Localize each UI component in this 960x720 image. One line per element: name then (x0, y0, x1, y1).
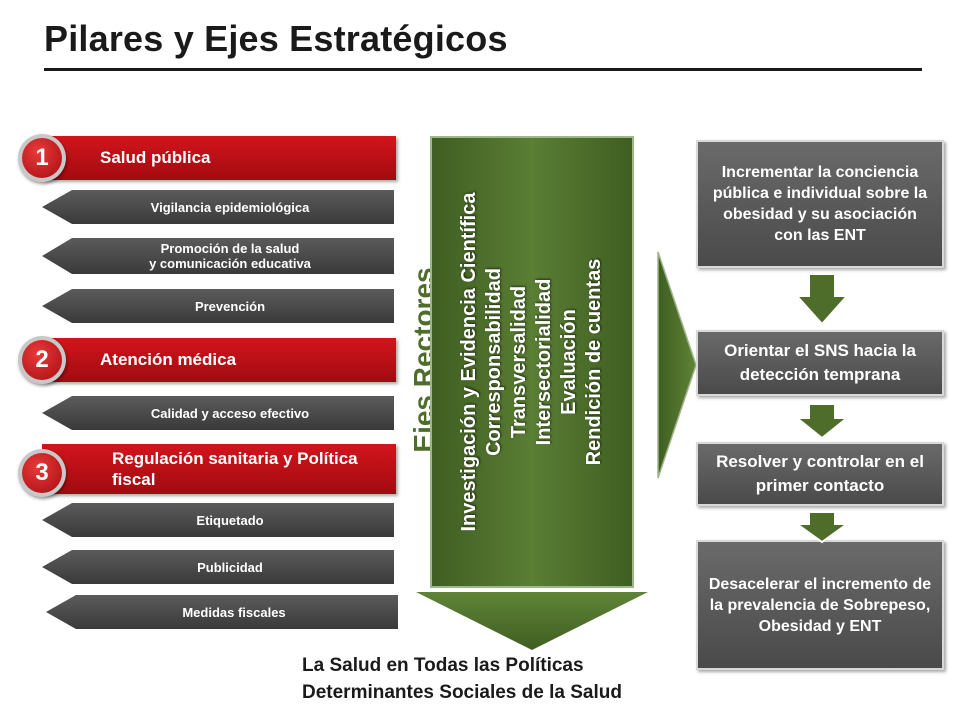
pillar-label-line1: Regulación sanitaria y Política (112, 449, 358, 468)
pillar-number: 2 (22, 340, 62, 380)
pillar-label: Atención médica (100, 350, 237, 369)
sub-item-medidas-fiscales: Medidas fiscales (46, 595, 398, 629)
pillar-label: Salud pública (100, 148, 211, 167)
pillar-atencion-medica: Atención médica (42, 338, 396, 382)
page-title: Pilares y Ejes Estratégicos (44, 18, 508, 59)
footer-line: La Salud en Todas las Políticas (302, 655, 584, 676)
footer-caption: La Salud en Todas las Políticas Determin… (302, 652, 622, 706)
pillar-number-badge: 3 (18, 449, 66, 497)
sub-item-calidad: Calidad y acceso efectivo (42, 396, 394, 430)
down-arrow-icon (795, 273, 849, 326)
goal-box-primer-contacto: Resolver y controlar en el primer contac… (696, 442, 944, 506)
down-arrow-icon (795, 511, 849, 544)
eje-item: Corresponsabilidad (483, 268, 505, 456)
footer-line: Determinantes Sociales de la Salud (302, 682, 622, 703)
right-arrow-icon (657, 251, 697, 479)
sub-item-publicidad: Publicidad (42, 550, 394, 584)
ejes-rectores-box (430, 136, 634, 588)
ejes-rectores-list: Investigación y Evidencia Científica Cor… (457, 142, 607, 582)
down-arrow-icon (416, 592, 648, 650)
goal-box-conciencia: Incrementar la conciencia pública e indi… (696, 140, 944, 268)
eje-item: Transversalidad (508, 285, 530, 439)
eje-item: Intersectorialidad (533, 278, 555, 446)
title-underline (44, 68, 922, 71)
eje-item: Investigación y Evidencia Científica (458, 192, 480, 532)
sub-item-vigilancia: Vigilancia epidemiológica (42, 190, 394, 224)
eje-item: Evaluación (558, 309, 580, 415)
pillar-number-badge: 2 (18, 336, 66, 384)
pillar-number: 1 (22, 138, 62, 178)
pillar-regulacion-sanitaria: Regulación sanitaria y Política fiscal (42, 444, 396, 494)
pillar-number: 3 (22, 453, 62, 493)
goal-box-deteccion: Orientar el SNS hacia la detección tempr… (696, 330, 944, 396)
pillar-salud-publica: Salud pública (42, 136, 396, 180)
eje-item: Rendición de cuentas (583, 258, 605, 466)
goal-box-desacelerar: Desacelerar el incremento de la prevalen… (696, 540, 944, 670)
sub-item-prevencion: Prevención (42, 289, 394, 323)
pillar-label-line2: fiscal (112, 470, 156, 489)
pillar-number-badge: 1 (18, 134, 66, 182)
sub-item-etiquetado: Etiquetado (42, 503, 394, 537)
down-arrow-icon (795, 403, 849, 440)
